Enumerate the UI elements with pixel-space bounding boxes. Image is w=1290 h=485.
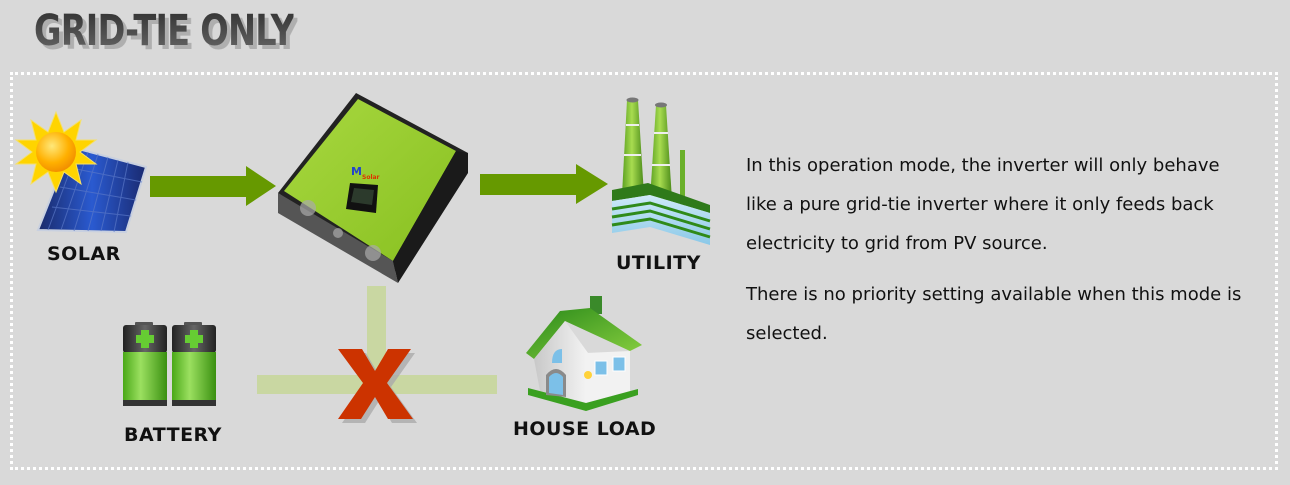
battery-icon: [123, 322, 216, 406]
solar-panel-with-sun-icon: [14, 110, 148, 234]
mode-description: In this operation mode, the inverter wil…: [746, 146, 1246, 365]
page-title: GRID-TIE ONLY: [34, 6, 295, 56]
house-icon: [526, 296, 642, 411]
inverter-icon: M Solar: [278, 93, 468, 283]
diagram-frame: [10, 72, 1278, 470]
cross-icon: [338, 349, 417, 423]
house-load-label: HOUSE LOAD: [513, 418, 657, 440]
inverter-to-load-line: [367, 286, 386, 376]
description-paragraph: In this operation mode, the inverter wil…: [746, 155, 1220, 254]
description-paragraph: There is no priority setting available w…: [746, 284, 1242, 344]
inverter-logo: M Solar: [351, 165, 380, 181]
utility-label: UTILITY: [616, 252, 701, 274]
svg-text:Solar: Solar: [362, 174, 380, 181]
solar-label: SOLAR: [47, 243, 121, 265]
battery-label: BATTERY: [124, 424, 222, 446]
power-plant-icon: [611, 97, 711, 245]
arrow-right-icon: [480, 164, 608, 204]
arrow-right-icon: [150, 166, 276, 206]
svg-text:M: M: [351, 165, 362, 178]
